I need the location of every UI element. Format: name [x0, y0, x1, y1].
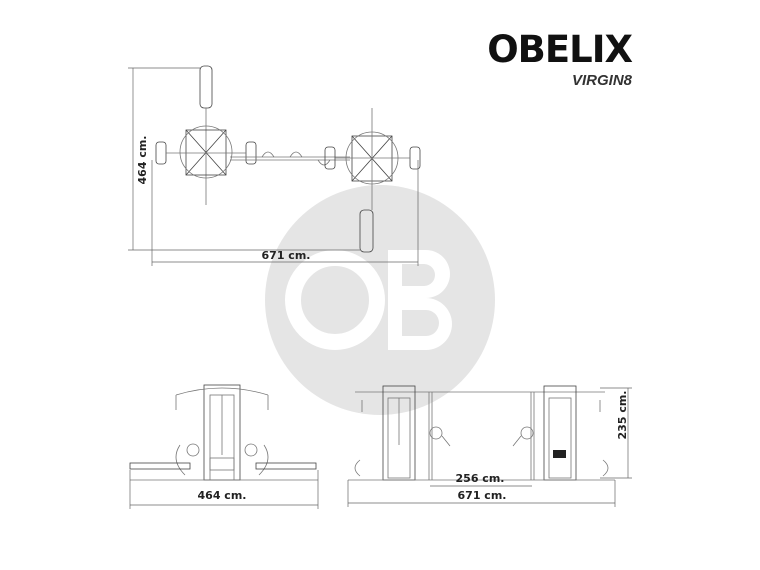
- brand-logo: OBELIX VIRGIN8: [487, 28, 633, 90]
- front-view-width-label: 464 cm.: [198, 489, 247, 502]
- watermark-logo: [265, 185, 495, 415]
- model-name: VIRGIN8: [571, 72, 632, 89]
- brand-name: OBELIX: [487, 28, 633, 71]
- top-view-depth-label: 464 cm.: [136, 136, 149, 185]
- front-view-drawing: [129, 384, 319, 509]
- side-view-drawing: [347, 385, 632, 507]
- side-view-width-label: 671 cm.: [458, 489, 507, 502]
- side-view-inner-width-label: 256 cm.: [456, 472, 505, 485]
- side-view-height-label: 235 cm.: [616, 391, 629, 440]
- top-view-drawing: [128, 65, 421, 266]
- top-view-width-label: 671 cm.: [262, 249, 311, 262]
